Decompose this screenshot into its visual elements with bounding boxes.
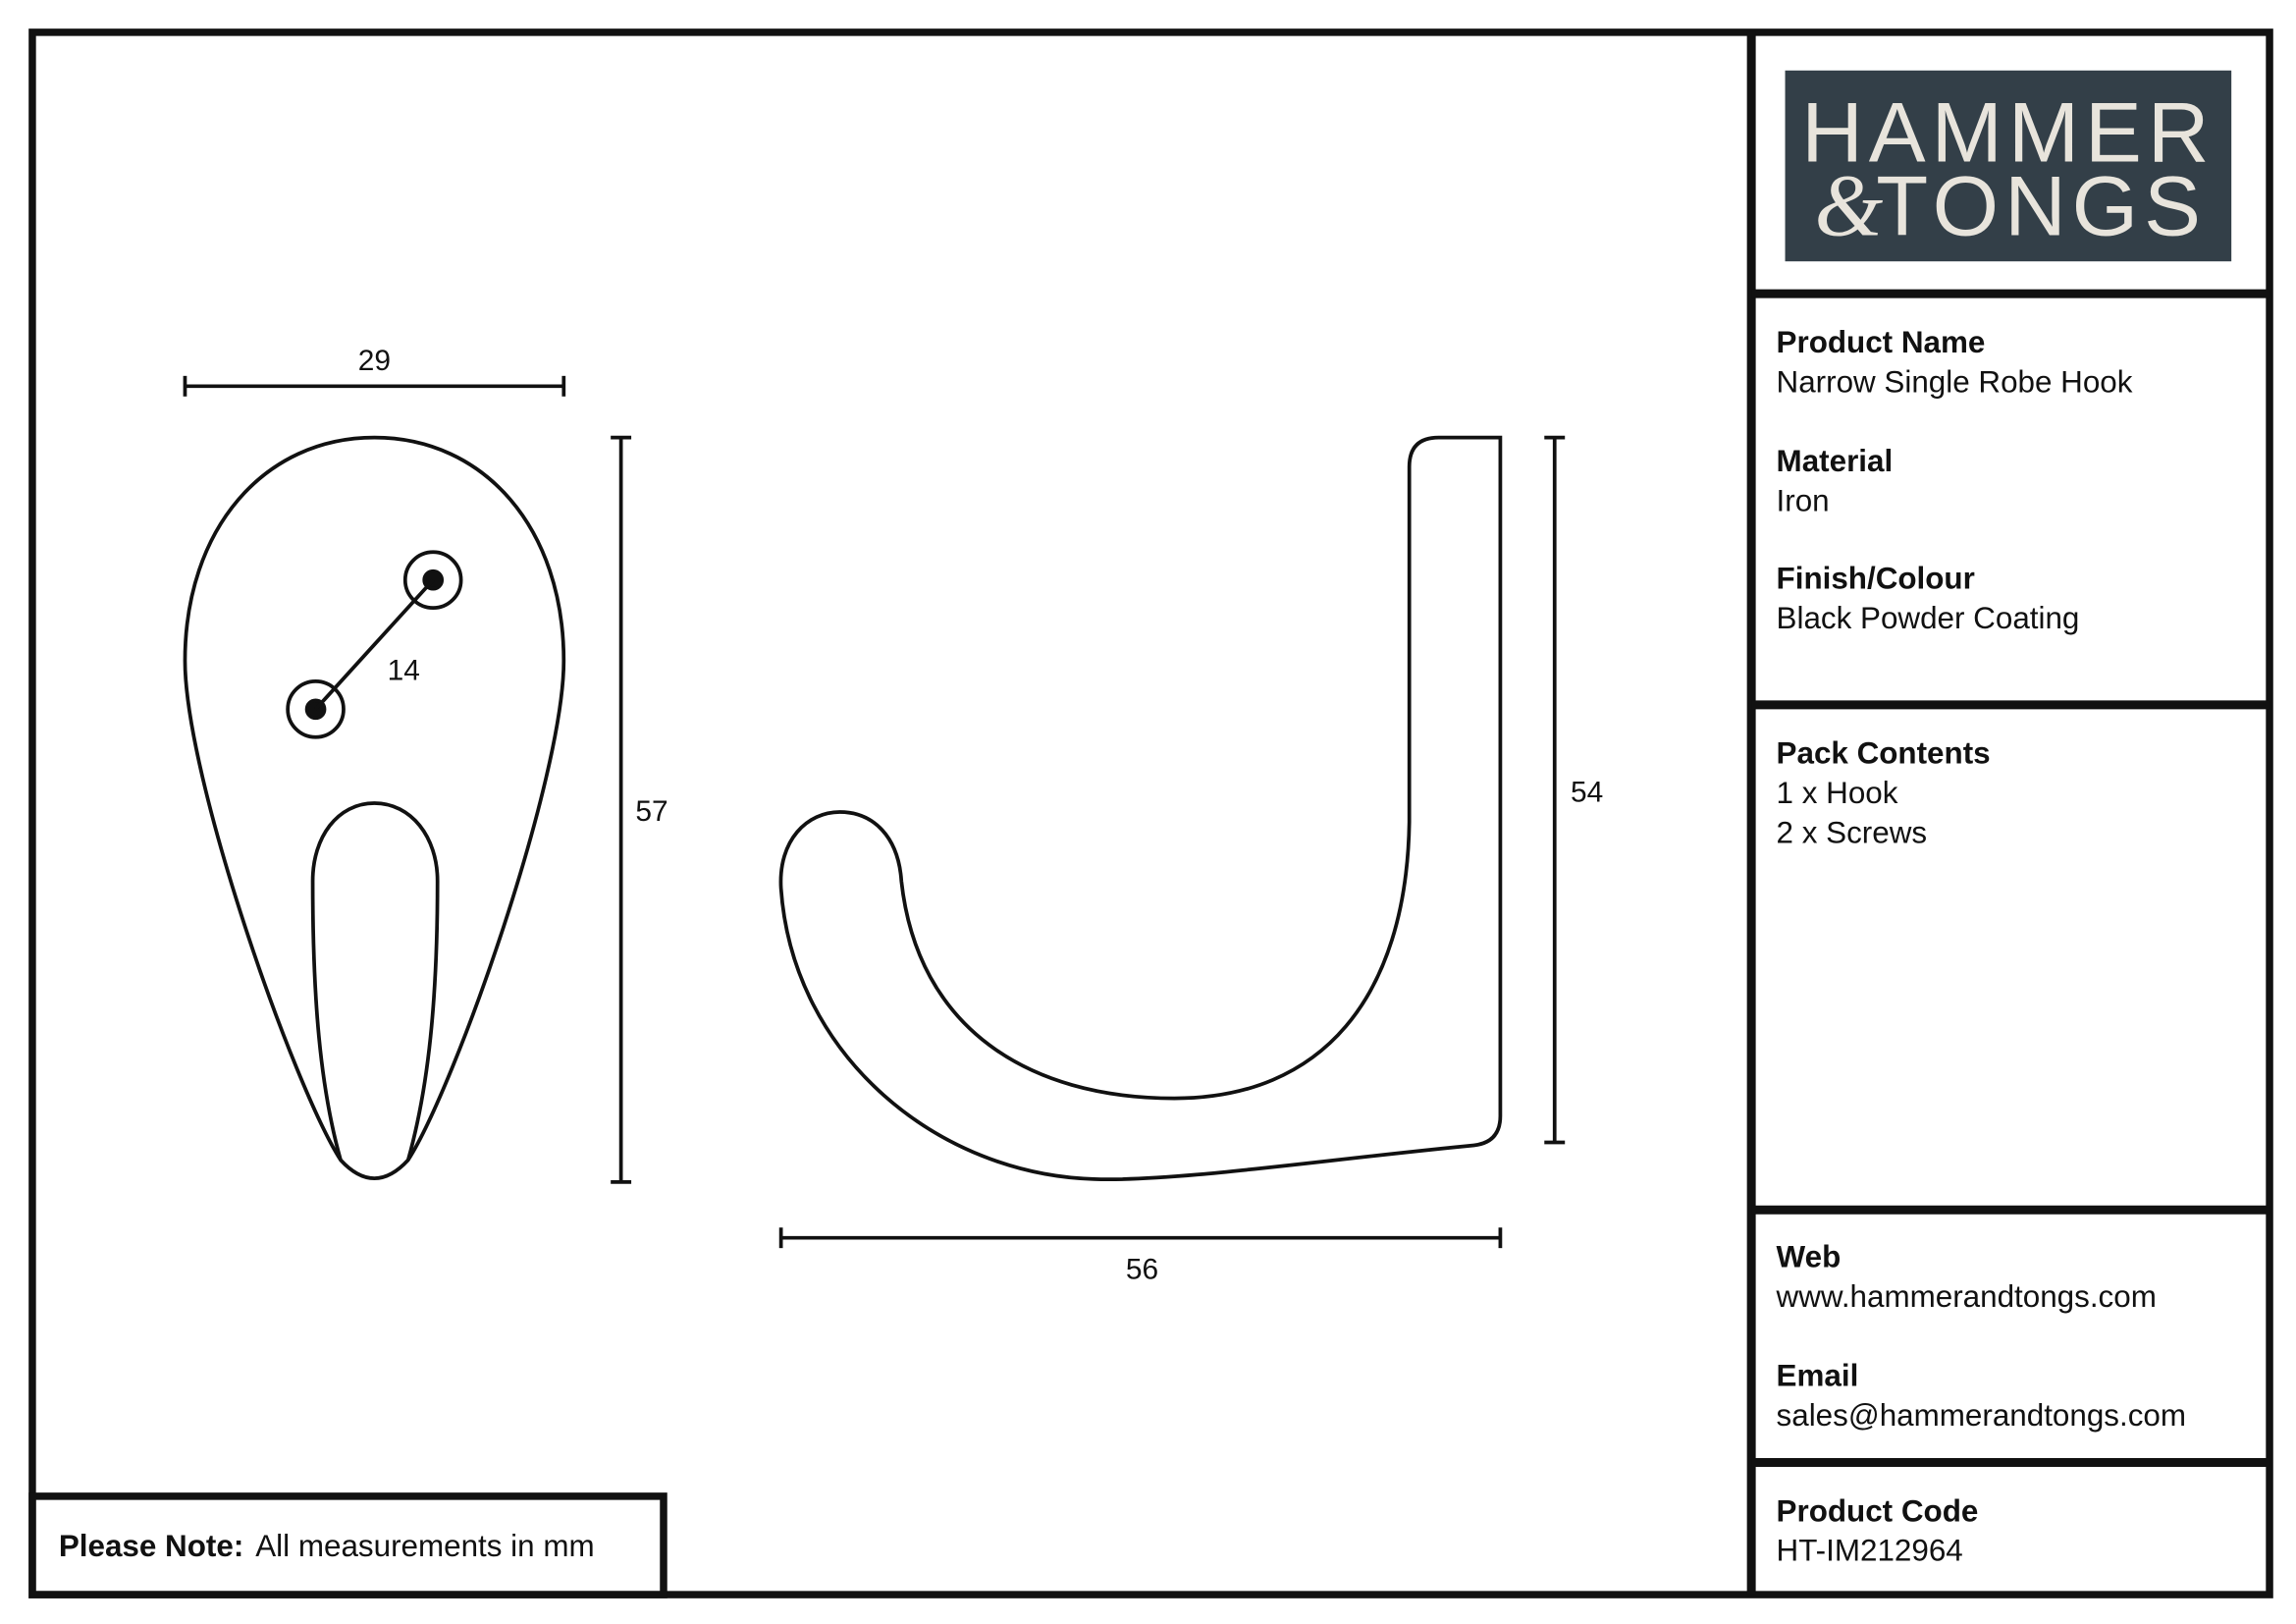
dimension-front-width: 29 [358,345,391,377]
note-box [28,1492,667,1598]
material-value: Iron [1777,483,1830,517]
product-code-value: HT-IM212964 [1777,1534,1963,1568]
finish-value: Black Powder Coating [1777,601,2080,635]
web-label: Web [1777,1240,1842,1274]
product-name-label: Product Name [1777,325,1986,359]
product-name-value: Narrow Single Robe Hook [1777,364,2133,399]
dimension-front-height: 57 [635,795,667,828]
note-text: All measurements in mm [255,1529,594,1563]
finish-label: Finish/Colour [1777,562,1975,596]
logo-ampersand: & [1814,157,1889,254]
email-link[interactable]: sales@hammerandtongs.com [1777,1398,2186,1433]
pack-item: 1 x Hook [1777,776,1898,810]
dimension-screw-spacing: 14 [388,654,420,686]
brand-logo: HAMMER & TONGS [1785,70,2232,262]
logo-text-hammer: HAMMER [1801,85,2215,181]
side-view-drawing [778,435,1566,1249]
pack-item: 2 x Screws [1777,815,1928,849]
front-view-drawing [183,375,632,1184]
material-label: Material [1777,444,1894,478]
screw-hole [286,679,346,739]
email-label: Email [1777,1359,1859,1393]
note: Please Note: All measurements in mm [59,1529,595,1563]
dimension-side-height: 54 [1571,777,1603,809]
screw-hole [402,550,463,610]
outer-frame [28,28,2273,1598]
pack-contents-label: Pack Contents [1777,736,1991,771]
note-label: Please Note: [59,1529,243,1563]
dimension-side-depth: 56 [1126,1254,1158,1286]
product-code-label: Product Code [1777,1493,1979,1528]
logo-text-tongs: TONGS [1876,158,2207,253]
web-link[interactable]: www.hammerandtongs.com [1776,1279,2157,1314]
